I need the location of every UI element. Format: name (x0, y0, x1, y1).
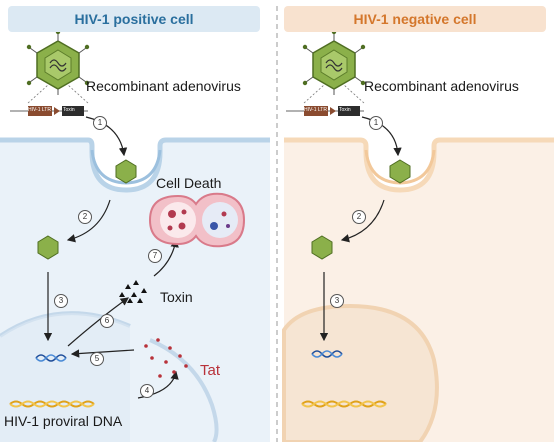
arrow-step-6 (67, 297, 129, 347)
label-cassette-ltr: HIV-1 LTR (28, 107, 51, 113)
tat-protein-dots (144, 338, 188, 378)
proviral-dna-icon (301, 400, 387, 408)
label-cell-death: Cell Death (156, 175, 222, 191)
label-recombinant-adenovirus: Recombinant adenovirus (86, 78, 241, 94)
adenovirus-icon (26, 29, 90, 104)
dna-helix-icon (311, 350, 343, 358)
label-tat: Tat (200, 362, 221, 379)
arrow-step-1 (85, 116, 128, 157)
step-marker: 3 (330, 294, 344, 308)
toxin-cassette (286, 106, 364, 116)
step-marker: 5 (90, 352, 104, 366)
label-recombinant-adenovirus: Recombinant adenovirus (364, 78, 519, 94)
label-cassette-toxin: Toxin (339, 107, 351, 113)
arrow-step-2 (340, 199, 385, 243)
label-cassette-toxin: Toxin (63, 107, 75, 113)
step-marker: 2 (78, 210, 92, 224)
arrow-step-1 (361, 116, 402, 157)
adenovirus-small-icon (37, 159, 411, 260)
cell-death-icon (148, 192, 246, 248)
step-marker: 4 (140, 384, 154, 398)
dna-helix-icon (35, 354, 67, 362)
proviral-dna-icon (9, 400, 95, 408)
step-marker: 3 (54, 294, 68, 308)
header-positive: HIV-1 positive cell (8, 6, 260, 32)
toxin-cassette (10, 106, 88, 116)
label-proviral-dna: HIV-1 proviral DNA (4, 413, 123, 429)
positive-cell-membrane (0, 137, 270, 193)
step-marker: 1 (93, 116, 107, 130)
toxin-particles (119, 280, 147, 303)
arrow-step-2 (66, 199, 111, 243)
step-marker: 2 (352, 210, 366, 224)
label-cassette-ltr: HIV-1 LTR (304, 107, 327, 113)
negative-cell-membrane (284, 137, 554, 193)
label-toxin: Toxin (160, 289, 193, 305)
step-marker: 6 (100, 314, 114, 328)
negative-cell-nucleus (282, 303, 439, 442)
step-marker: 7 (148, 249, 162, 263)
step-marker: 1 (369, 116, 383, 130)
header-negative: HIV-1 negative cell (284, 6, 546, 32)
arrow-step-5 (70, 349, 135, 358)
adenovirus-icon (302, 29, 366, 104)
